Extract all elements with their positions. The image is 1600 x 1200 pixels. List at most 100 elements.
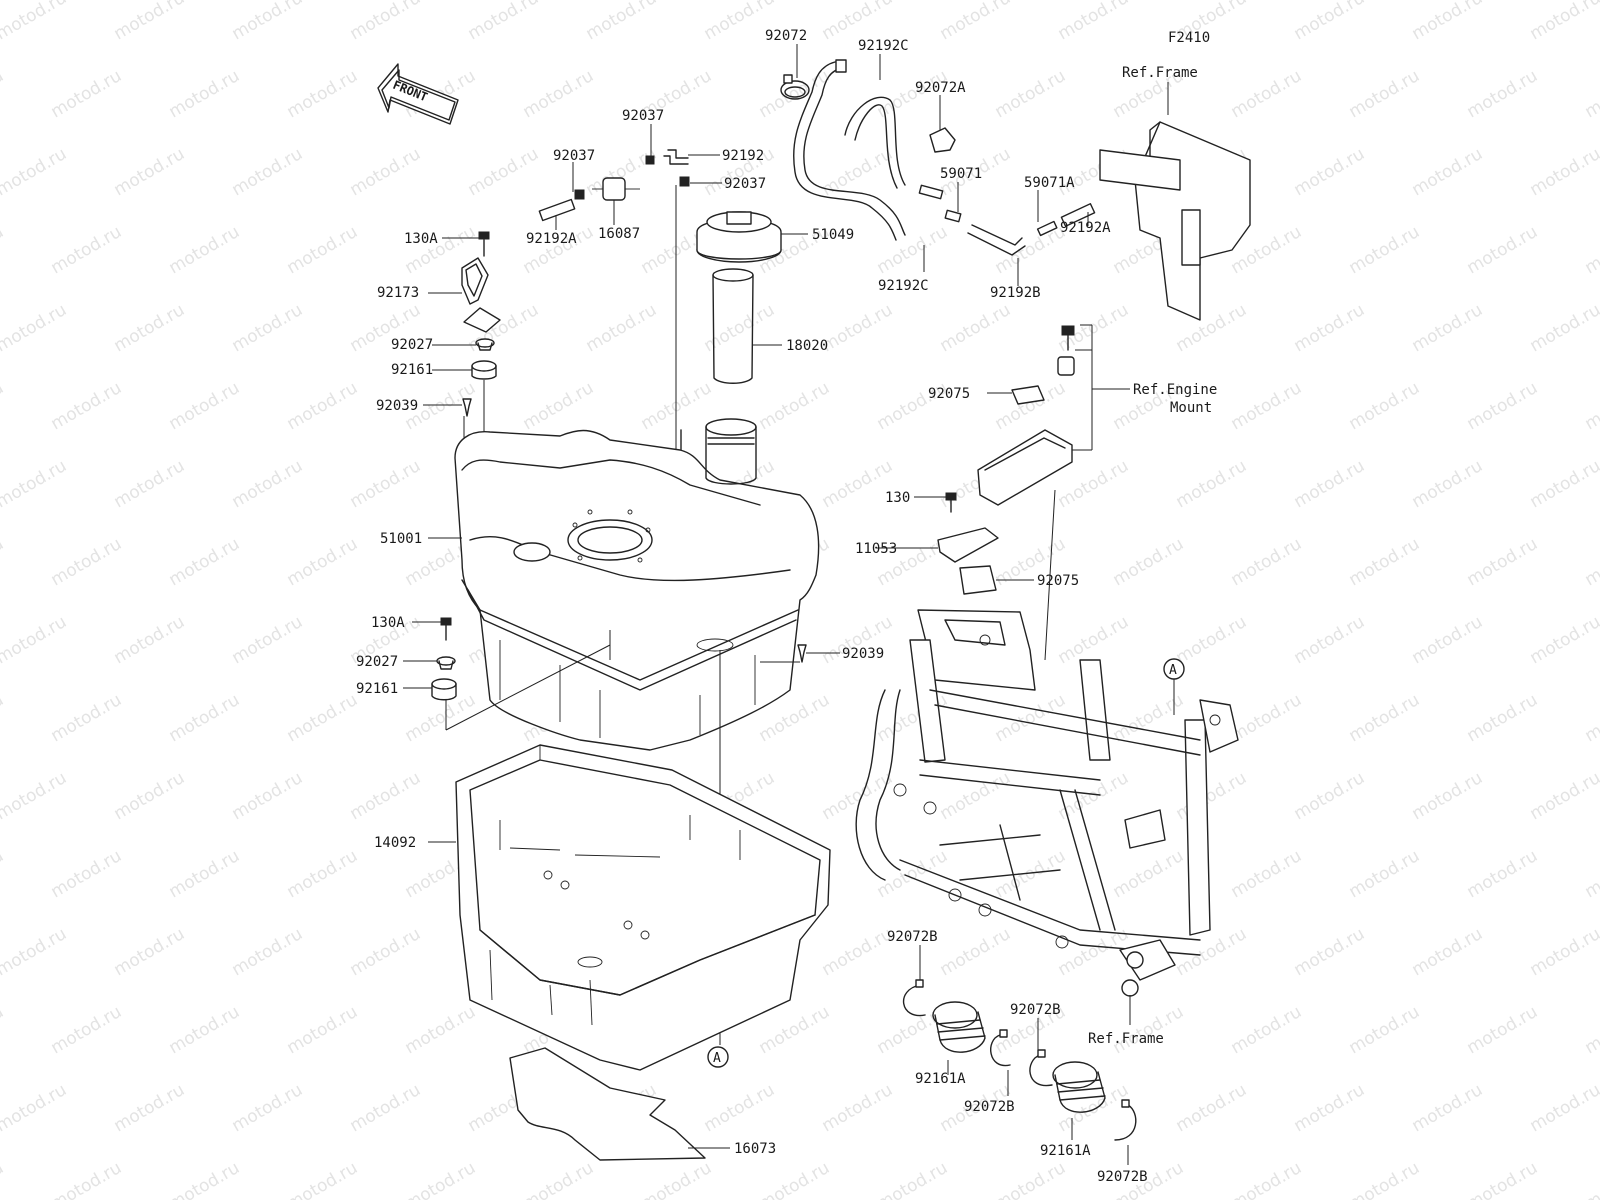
watermark-text: motod.ru: [1464, 66, 1542, 122]
watermark-text: motod.ru: [1527, 300, 1600, 356]
watermark-text: motod.ru: [874, 1158, 952, 1200]
watermark-text: motod.ru: [937, 300, 1015, 356]
watermark-text: motod.ru: [111, 144, 189, 200]
watermark-text: motod.ru: [1346, 690, 1424, 746]
watermark-text: motod.ru: [48, 222, 126, 278]
watermark-text: motod.ru: [756, 378, 834, 434]
label-92072B-1: 92072B: [887, 929, 938, 945]
label-16087: 16087: [598, 226, 640, 242]
watermark-text: motod.ru: [166, 1158, 244, 1200]
hose-assembly: [780, 59, 1096, 256]
watermark-text: motod.ru: [0, 690, 7, 746]
watermark-text: motod.ru: [229, 456, 307, 512]
watermark-text: motod.ru: [1464, 846, 1542, 902]
watermark-text: motod.ru: [1055, 924, 1133, 980]
watermark-text: motod.ru: [1291, 1080, 1369, 1136]
watermark-text: motod.ru: [1527, 768, 1600, 824]
label-92192B: 92192B: [990, 285, 1041, 301]
label-92072B-4: 92072B: [1097, 1169, 1148, 1185]
label-16073: 16073: [734, 1141, 776, 1157]
watermark-text: motod.ru: [0, 0, 70, 44]
label-92037-b: 92037: [553, 148, 595, 164]
watermark-text: motod.ru: [1346, 1002, 1424, 1058]
watermark-text: motod.ru: [48, 846, 126, 902]
watermark-text: motod.ru: [1409, 456, 1487, 512]
watermark-text: motod.ru: [48, 378, 126, 434]
watermark-text: motod.ru: [1582, 690, 1600, 746]
watermark-text: motod.ru: [1582, 534, 1600, 590]
watermark-text: motod.ru: [1346, 222, 1424, 278]
watermark-text: motod.ru: [166, 222, 244, 278]
watermark-text: motod.ru: [1228, 690, 1306, 746]
watermark-text: motod.ru: [1173, 612, 1251, 668]
watermark-text: motod.ru: [1582, 1158, 1600, 1200]
label-92027-top: 92027: [391, 337, 433, 353]
watermark-text: motod.ru: [1228, 534, 1306, 590]
watermark-text: motod.ru: [0, 534, 7, 590]
label-92173: 92173: [377, 285, 419, 301]
watermark-text: motod.ru: [1291, 456, 1369, 512]
watermark-text: motod.ru: [229, 768, 307, 824]
label-92192C-top: 92192C: [858, 38, 909, 54]
watermark-text: motod.ru: [229, 612, 307, 668]
watermark-text: motod.ru: [347, 0, 425, 44]
watermark-text: motod.ru: [0, 378, 7, 434]
watermark-text: motod.ru: [111, 300, 189, 356]
label-18020: 18020: [786, 338, 828, 354]
ref-a-frame-label: A: [1169, 663, 1177, 678]
watermark-text: motod.ru: [1464, 534, 1542, 590]
watermark-text: motod.ru: [1527, 612, 1600, 668]
watermark-text: motod.ru: [0, 300, 70, 356]
watermark-text: motod.ru: [1464, 378, 1542, 434]
watermark-text: motod.ru: [0, 1002, 7, 1058]
watermark-text: motod.ru: [284, 534, 362, 590]
watermark-text: motod.ru: [402, 1002, 480, 1058]
watermark-text: motod.ru: [1409, 612, 1487, 668]
watermark-text: motod.ru: [0, 222, 7, 278]
watermark-text: motod.ru: [166, 378, 244, 434]
watermark-text: motod.ru: [465, 144, 543, 200]
watermark-text: motod.ru: [1464, 1002, 1542, 1058]
watermark-text: motod.ru: [1527, 924, 1600, 980]
watermark-text: motod.ru: [819, 1080, 897, 1136]
label-92027-bottom: 92027: [356, 654, 398, 670]
watermark-text: motod.ru: [1228, 378, 1306, 434]
watermark-text: motod.ru: [1110, 534, 1188, 590]
watermark-text: motod.ru: [937, 924, 1015, 980]
watermark-text: motod.ru: [1409, 144, 1487, 200]
main-frame: [855, 609, 1239, 1025]
watermark-text: motod.ru: [284, 222, 362, 278]
watermark-text: motod.ru: [756, 66, 834, 122]
watermark-text: motod.ru: [0, 768, 70, 824]
watermark-text: motod.ru: [937, 0, 1015, 44]
watermark-text: motod.ru: [1464, 222, 1542, 278]
watermark-text: motod.ru: [1346, 534, 1424, 590]
figure-code: F2410: [1168, 30, 1210, 46]
label-92037-a: 92037: [622, 108, 664, 124]
watermark-text: motod.ru: [111, 612, 189, 668]
watermark-text: motod.ru: [937, 768, 1015, 824]
engine-mount-brackets: [876, 324, 1130, 661]
label-11053: 11053: [855, 541, 897, 557]
label-92039-top: 92039: [376, 398, 418, 414]
watermark-text: motod.ru: [1173, 924, 1251, 980]
watermark-text: motod.ru: [819, 300, 897, 356]
watermark-text: motod.ru: [347, 1080, 425, 1136]
label-130A-top: 130A: [404, 231, 438, 247]
label-92161-bottom: 92161: [356, 681, 398, 697]
watermark-text: motod.ru: [1527, 144, 1600, 200]
watermark-text: motod.ru: [347, 768, 425, 824]
label-92075-top: 92075: [928, 386, 970, 402]
watermark-text: motod.ru: [347, 924, 425, 980]
label-51049: 51049: [812, 227, 854, 243]
watermark-text: motod.ru: [284, 846, 362, 902]
watermark-text: motod.ru: [1582, 378, 1600, 434]
watermark-text: motod.ru: [992, 378, 1070, 434]
watermark-text: motod.ru: [284, 690, 362, 746]
watermark-text: motod.ru: [284, 378, 362, 434]
watermark-text: motod.ru: [1527, 456, 1600, 512]
label-92192A-left: 92192A: [526, 231, 577, 247]
label-130: 130: [885, 490, 910, 506]
watermark-text: motod.ru: [465, 0, 543, 44]
